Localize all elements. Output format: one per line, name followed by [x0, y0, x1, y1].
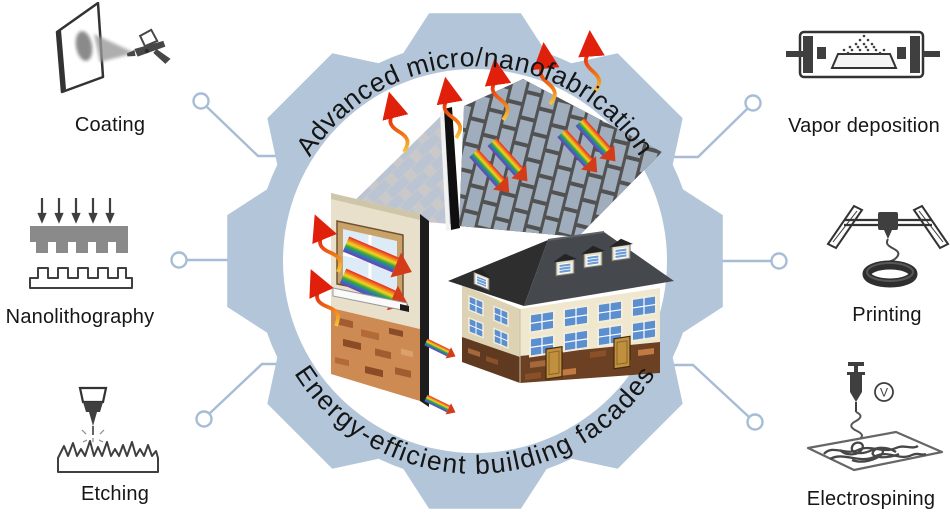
building-right-windows [529, 294, 657, 380]
building-doors [545, 335, 631, 380]
etched-surface [57, 440, 159, 473]
roof-right-tiles [459, 79, 662, 237]
label-vapor-deposition: Vapor deposition [788, 115, 940, 137]
label-etching: Etching [80, 483, 150, 505]
deposition-tray [830, 53, 898, 69]
imprint-stamp [30, 226, 128, 253]
chamber-electrodes [786, 36, 940, 73]
printed-ring [862, 260, 918, 288]
print-head [878, 212, 898, 239]
connector-node-top-right [744, 94, 762, 112]
building-roof-left [448, 240, 548, 306]
connector-node-bottom-right [746, 413, 764, 431]
patterned-substrate [29, 267, 133, 289]
imprint-stamp-icon [29, 198, 133, 289]
voltage-symbol: V [874, 382, 894, 402]
filament-line [885, 238, 900, 265]
paint-spot [75, 31, 93, 61]
label-electrospining: Electrospining [806, 488, 936, 510]
roof-ridge [444, 107, 460, 230]
fiber-mat [823, 441, 927, 463]
airbrush-gun [126, 28, 171, 64]
syringe [847, 362, 865, 412]
building-illustration [448, 231, 674, 383]
wall-window-illustration [311, 193, 459, 418]
etching-sparks [81, 429, 105, 443]
connector-node-bottom-left [195, 410, 213, 428]
roof-ridge-highlight [440, 110, 450, 231]
spray-panel-edge [57, 30, 66, 92]
wall-brick-group [335, 317, 413, 378]
cool-roof-illustration [339, 45, 662, 237]
spray-cone [94, 34, 135, 62]
building-dormers [471, 238, 633, 291]
label-coating: Coating [74, 114, 146, 136]
connector-node-top-left [192, 92, 210, 110]
syringe-voltage-icon: V [806, 362, 944, 472]
label-nanolithography: Nanolithography [5, 306, 155, 328]
building-left-windows [468, 294, 509, 350]
building-roof-ridge [547, 231, 605, 241]
wall-side-edge [420, 214, 429, 407]
etching-tool [78, 386, 108, 435]
connector-lines [170, 92, 788, 431]
printer-gantry-icon [826, 204, 950, 288]
wall-top-edge [331, 193, 420, 220]
roof-left-tiles [339, 112, 452, 224]
svg-text:V: V [880, 386, 888, 400]
press-arrows [37, 198, 115, 224]
etching-tool-icon [57, 386, 159, 473]
connector-node-mid-left [170, 251, 188, 269]
building-roof-right [524, 232, 674, 306]
label-printing: Printing [852, 304, 922, 326]
connector-node-mid-right [770, 252, 788, 270]
airbrush-spray-icon [55, 2, 171, 94]
vacuum-chamber-icon [786, 30, 940, 79]
vapor-particles [842, 34, 886, 55]
sill-end-block [400, 304, 409, 312]
